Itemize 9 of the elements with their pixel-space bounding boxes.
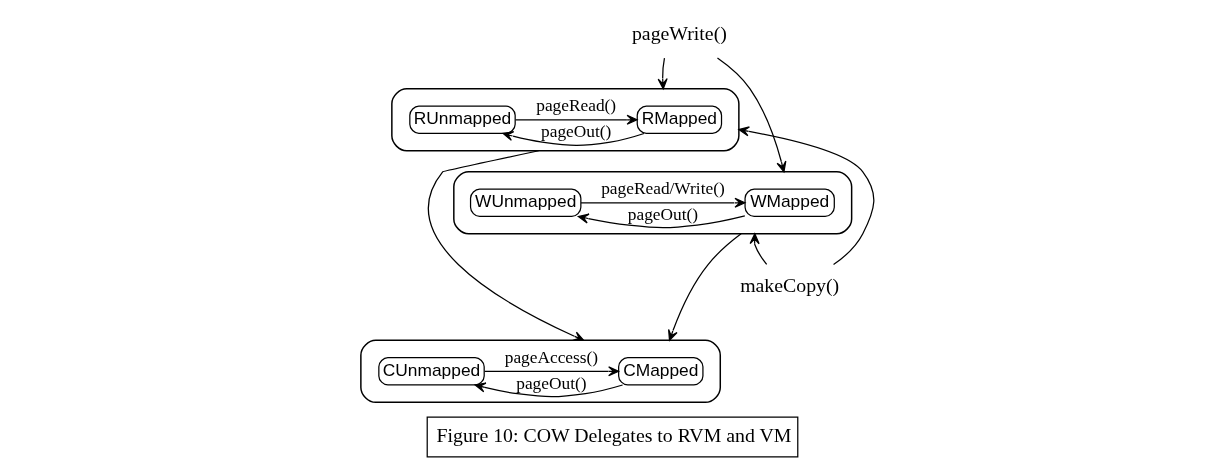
edge-label: pageOut() (541, 122, 612, 142)
node-text: pageWrite() (631, 22, 727, 45)
edge-label: pageOut() (627, 205, 699, 225)
caption: Figure 10: COW Delegates to RVM and VM (436, 423, 792, 446)
edge-label: pageAccess() (504, 347, 599, 367)
edge-label: pageRead/Write() (601, 179, 725, 199)
edge-label: pageRead() (536, 96, 617, 116)
node-text: makeCopy() (740, 273, 840, 296)
edge-label: pageOut() (516, 373, 587, 393)
